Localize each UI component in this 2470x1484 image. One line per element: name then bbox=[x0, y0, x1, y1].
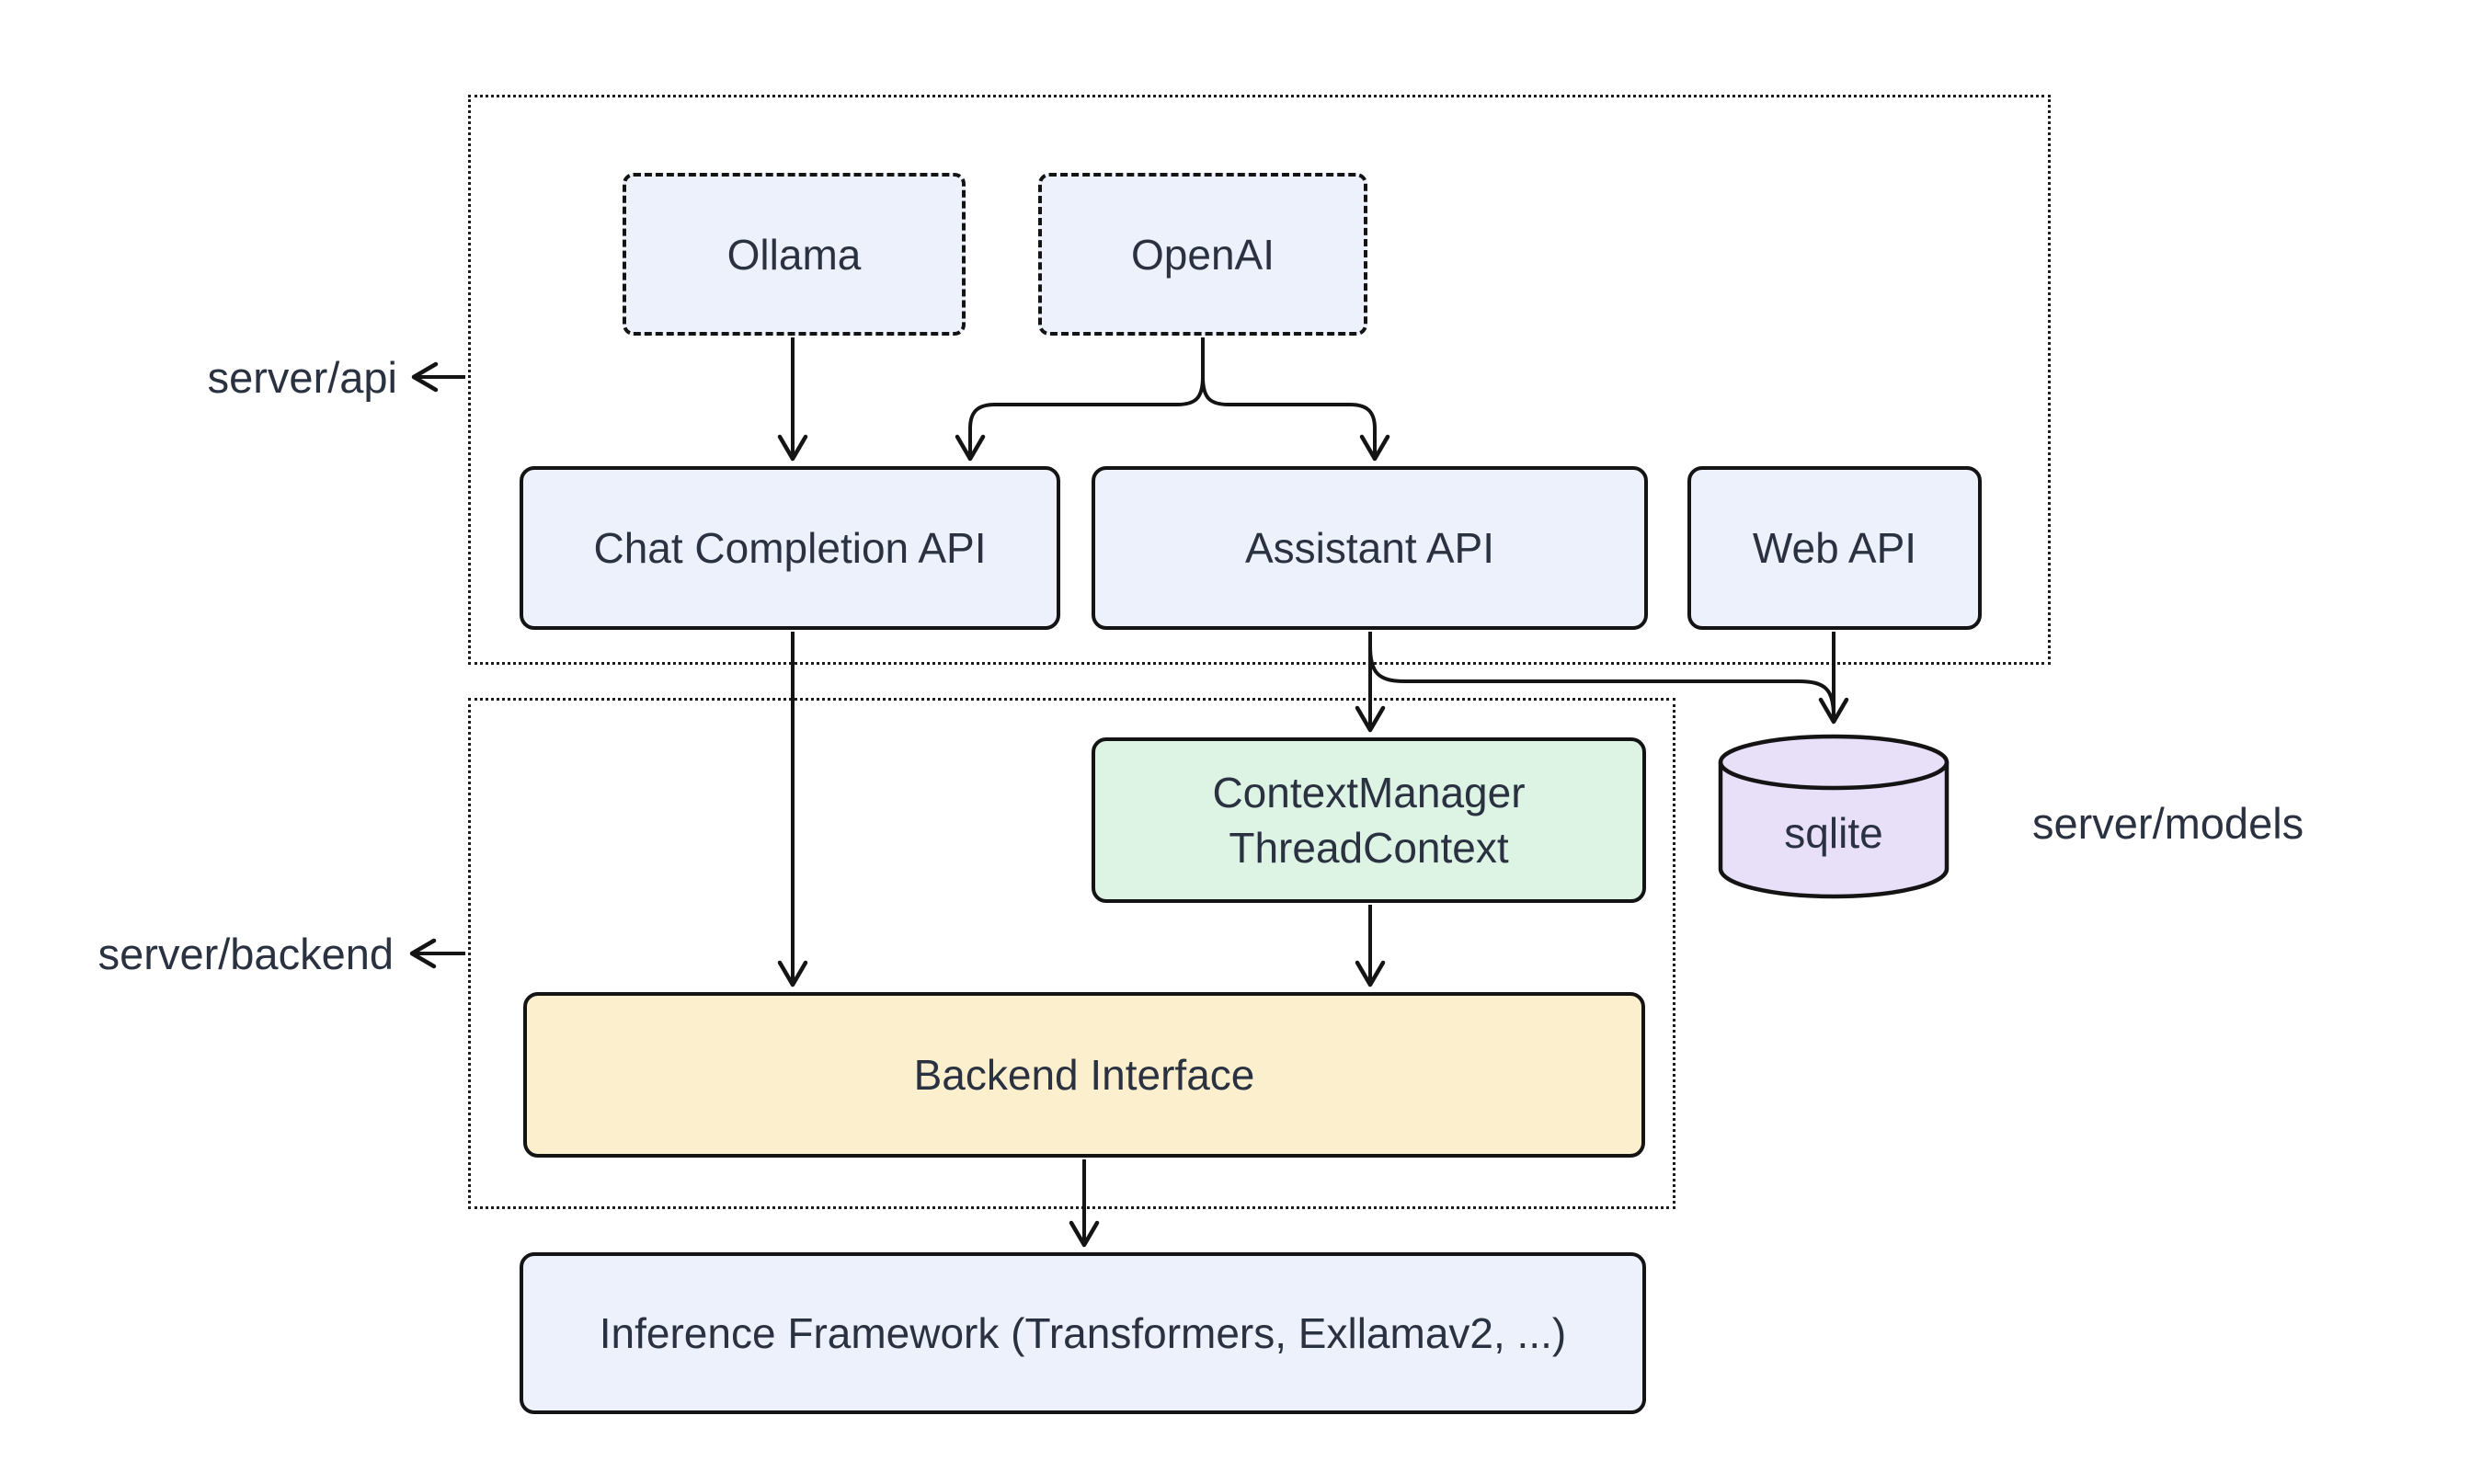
node-context-manager: ContextManager ThreadContext bbox=[1092, 737, 1646, 903]
server-api-group-border bbox=[468, 95, 2051, 665]
node-assistant-api: Assistant API bbox=[1092, 466, 1648, 630]
sqlite-cylinder-shape bbox=[1718, 734, 1950, 899]
node-label: Assistant API bbox=[1244, 524, 1494, 572]
node-label-line1: ContextManager bbox=[1212, 769, 1526, 816]
node-openai: OpenAI bbox=[1038, 173, 1367, 336]
server-models-label: server/models bbox=[2032, 799, 2304, 848]
edge-openai-to-assistant bbox=[1201, 337, 1390, 462]
server-api-label: server/api bbox=[207, 353, 397, 402]
node-backend-interface: Backend Interface bbox=[523, 992, 1645, 1158]
node-label: Web API bbox=[1752, 524, 1917, 572]
node-label: OpenAI bbox=[1131, 230, 1275, 279]
node-ollama: Ollama bbox=[623, 173, 966, 336]
node-sqlite: sqlite bbox=[1717, 787, 1950, 879]
node-label: Backend Interface bbox=[913, 1051, 1255, 1099]
node-web-api: Web API bbox=[1687, 466, 1982, 630]
node-label-line2: ThreadContext bbox=[1229, 824, 1509, 872]
node-inference-framework: Inference Framework (Transformers, Exlla… bbox=[520, 1252, 1646, 1414]
node-label: Inference Framework (Transformers, Exlla… bbox=[599, 1309, 1567, 1357]
edge-openai-to-chat-completion bbox=[955, 337, 1205, 462]
node-chat-completion-api: Chat Completion API bbox=[520, 466, 1060, 630]
server-backend-label: server/backend bbox=[97, 930, 394, 978]
server-backend-group-border bbox=[468, 698, 1675, 1209]
node-label: Chat Completion API bbox=[593, 524, 987, 572]
edge-assistant-to-sqlite bbox=[1368, 632, 1835, 717]
node-label: sqlite bbox=[1784, 809, 1883, 857]
node-label: Ollama bbox=[726, 230, 862, 279]
